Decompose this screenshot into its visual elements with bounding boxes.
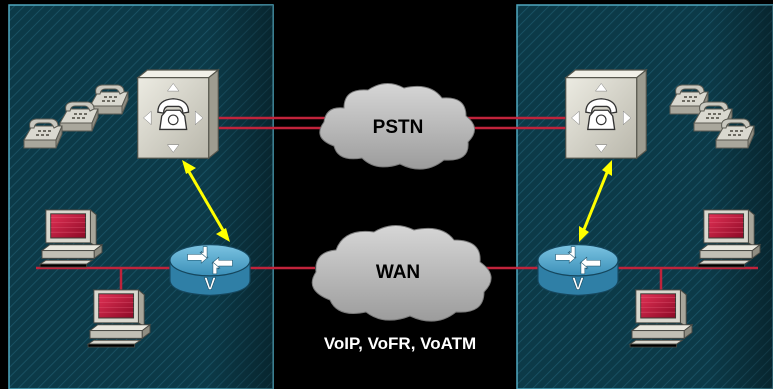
right-pbx-icon [565, 69, 647, 159]
wan-cloud: WAN [311, 225, 492, 322]
telephone-icon [715, 118, 755, 149]
wan-label: WAN [376, 262, 420, 283]
desktop-computer-icon [629, 289, 693, 348]
right-voice-router-icon [537, 244, 619, 296]
left-voice-router-icon [169, 244, 251, 296]
lan-segment-right [612, 266, 758, 290]
wan-protocols-caption: VoIP, VoFR, VoATM [324, 334, 476, 353]
pstn-trunk-lines [210, 116, 566, 130]
lan-segment-left [36, 266, 175, 290]
left-pbx-icon [137, 69, 219, 159]
desktop-computer-icon [39, 209, 103, 268]
pbx-router-link-left [182, 160, 230, 242]
telephone-icon [23, 118, 63, 149]
desktop-computer-icon [697, 209, 761, 268]
telephone-icon [59, 101, 99, 132]
pstn-label: PSTN [373, 117, 424, 138]
pstn-cloud: PSTN [319, 83, 475, 170]
pbx-router-link-right [579, 160, 612, 242]
desktop-computer-icon [87, 289, 151, 348]
